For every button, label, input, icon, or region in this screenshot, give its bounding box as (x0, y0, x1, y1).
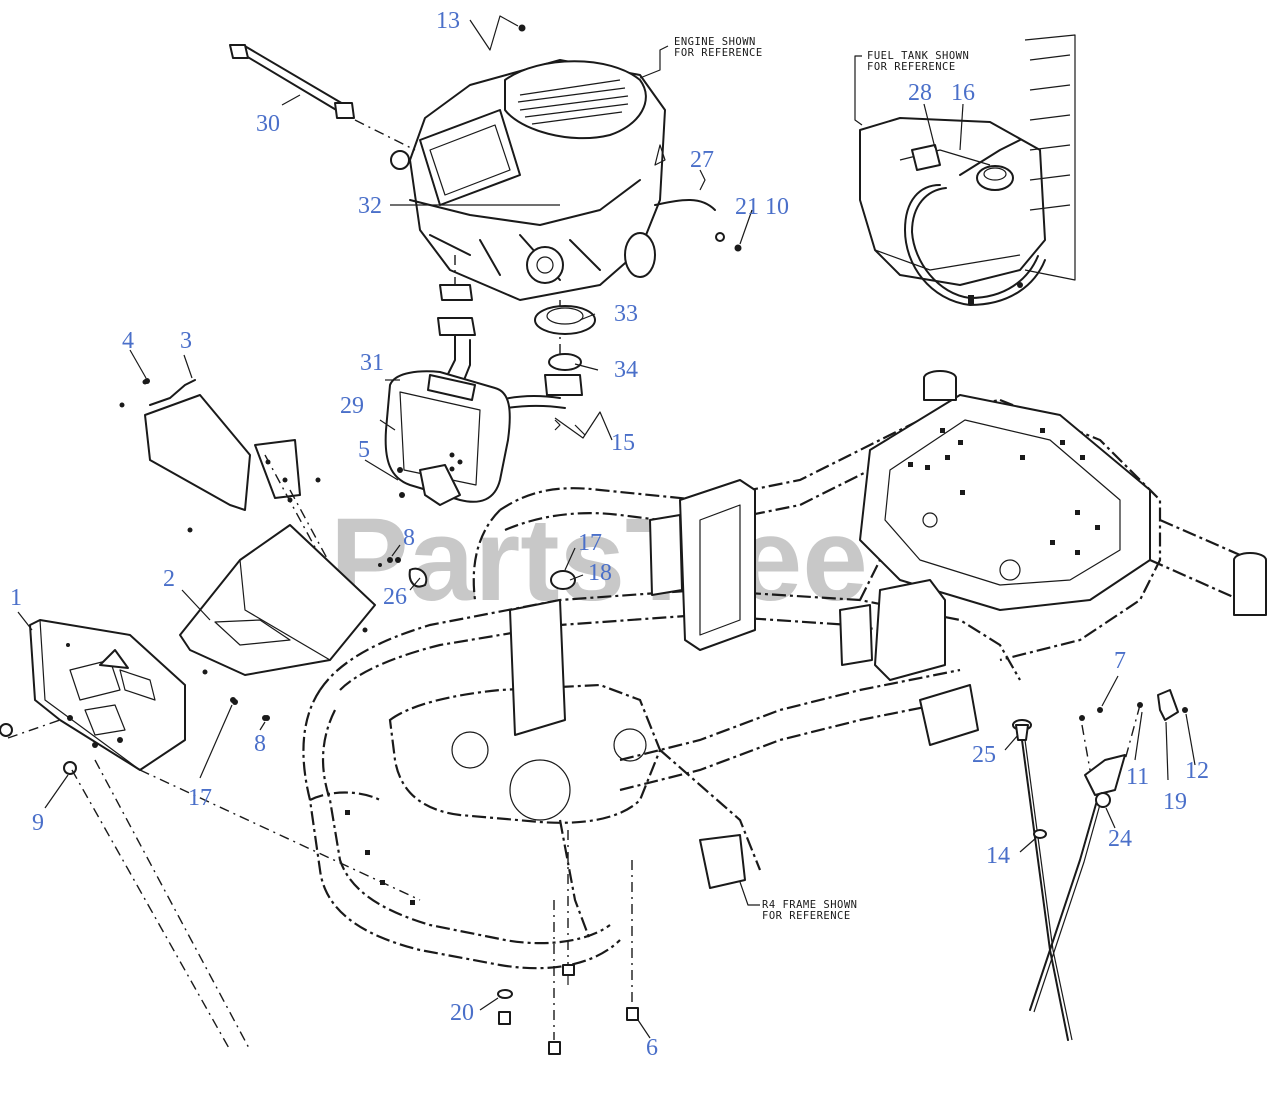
callout-18: 18 (588, 560, 612, 586)
exhaust-gaskets (437, 255, 596, 436)
callout-27: 27 (690, 147, 714, 173)
callout-9: 9 (32, 810, 44, 836)
watermark: PartsTree (330, 494, 868, 626)
fuel-tank-note-line2: FOR REFERENCE (867, 61, 956, 73)
callout-31: 31 (360, 350, 384, 376)
callout-13: 13 (436, 8, 460, 34)
front-guard (0, 619, 421, 1051)
callout-34: 34 (614, 357, 638, 383)
callout-10: 10 (765, 194, 789, 220)
callout-25: 25 (972, 742, 996, 768)
callout-7: 7 (1114, 648, 1126, 674)
callout-12: 12 (1185, 758, 1209, 784)
callout-33: 33 (614, 301, 638, 327)
callout-17: 17 (578, 530, 602, 556)
fuel-tank-assembly (859, 34, 1076, 306)
callout-15: 15 (611, 430, 635, 456)
callout-26: 26 (383, 584, 407, 610)
dipstick-tube (229, 44, 416, 151)
frame-note-line2: FOR REFERENCE (762, 910, 851, 922)
frame (302, 370, 1267, 970)
callout-29: 29 (340, 393, 364, 419)
callout-3: 3 (180, 328, 192, 354)
callout-8b: 8 (254, 731, 266, 757)
callout-labels: 1 2 3 4 5 6 7 8 8 9 10 11 12 13 14 15 16… (10, 8, 1209, 1061)
fuel-tank-note-line1: FUEL TANK SHOWN (867, 50, 969, 62)
callout-6: 6 (646, 1035, 658, 1061)
callout-16: 16 (951, 80, 975, 106)
control-cables (1012, 689, 1188, 1041)
callout-8: 8 (403, 525, 415, 551)
lower-shield (179, 524, 376, 676)
engine-note-line2: FOR REFERENCE (674, 47, 763, 59)
callout-30: 30 (256, 111, 280, 137)
callout-14: 14 (986, 843, 1010, 869)
engine-assembly (390, 59, 716, 301)
callout-19: 19 (1163, 789, 1187, 815)
callout-11: 11 (1126, 764, 1149, 790)
small-hardware (144, 24, 742, 721)
clamp-hardware (378, 557, 576, 590)
frame-bolts (497, 830, 639, 1055)
callout-2: 2 (163, 566, 175, 592)
engine-note-line1: ENGINE SHOWN (674, 36, 756, 48)
reference-notes: ENGINE SHOWN FOR REFERENCE FUEL TANK SHO… (674, 36, 969, 922)
muffler (384, 370, 511, 506)
heat-shield (119, 379, 251, 511)
frame-note-line1: R4 FRAME SHOWN (762, 899, 858, 911)
callout-4: 4 (122, 328, 134, 354)
leader-lines (17, 15, 1196, 1039)
callout-21: 21 (735, 194, 759, 220)
callout-1: 1 (10, 585, 22, 611)
callout-17b: 17 (188, 785, 212, 811)
callout-5: 5 (358, 437, 370, 463)
frame-slots (908, 428, 1100, 555)
callout-24: 24 (1108, 826, 1132, 852)
callout-28: 28 (908, 80, 932, 106)
callout-32: 32 (358, 193, 382, 219)
callout-20: 20 (450, 1000, 474, 1026)
